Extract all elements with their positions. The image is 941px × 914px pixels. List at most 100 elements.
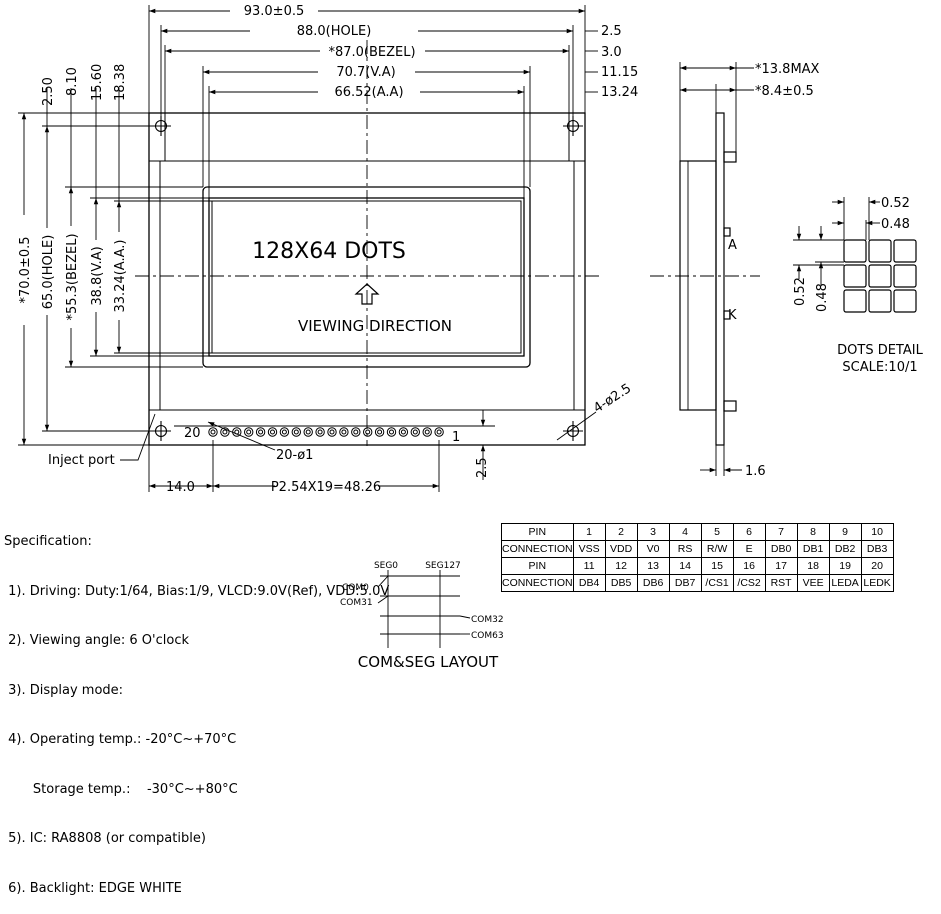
pin-number-cell: 18	[796, 557, 830, 575]
pin-number-cell: 5	[700, 523, 734, 541]
pin-hole	[267, 427, 278, 437]
drawing-canvas: 128X64 DOTS VIEWING DIRECTION 93.0±0.5 8…	[18, 4, 924, 671]
side-view	[679, 62, 754, 476]
pin-number-cell: 6	[732, 523, 766, 541]
viewing-area	[208, 197, 525, 357]
spec-line: 2). Viewing angle: 6 O'clock	[4, 633, 190, 648]
pin-hole-inner	[222, 429, 228, 435]
pin-connection-cell: E	[732, 540, 766, 558]
dots-dim-0-52-v: 0.52	[793, 277, 808, 306]
pin-number-cell: 14	[668, 557, 702, 575]
spec-line: 1). Driving: Duty:1/64, Bias:1/9, VLCD:9…	[4, 583, 390, 599]
pin-hole	[398, 427, 409, 437]
dim-top-2-50: 2.50	[41, 77, 56, 106]
spec-line: 5). IC: RA8808 (or compatible)	[4, 831, 206, 846]
pin-connection-cell: DB0	[764, 540, 798, 558]
pin-number-cell: 1	[572, 523, 606, 541]
pin-hole-inner	[305, 429, 311, 435]
pin-connection-cell: DB2	[828, 540, 862, 558]
pin-hole-inner	[341, 429, 347, 435]
pin-hole-inner	[377, 429, 383, 435]
pin-hole-inner	[365, 429, 371, 435]
pin-hole-inner	[353, 429, 359, 435]
pin-number-cell: 8	[796, 523, 830, 541]
pin-hole-inner	[400, 429, 406, 435]
pin-connection-cell: DB7	[668, 574, 702, 592]
pin-hole-inner	[424, 429, 430, 435]
side-dim-8-4: *8.4±0.5	[755, 84, 814, 99]
viewing-direction-arrow-icon	[354, 283, 380, 305]
pin-connection-cell: R/W	[700, 540, 734, 558]
pin-number-cell: 2	[604, 523, 638, 541]
pin-hole	[422, 427, 432, 437]
pin-hole	[279, 427, 290, 437]
com63-label: COM63	[471, 631, 504, 641]
dim-height-va: 38.8(V.A)	[90, 246, 105, 305]
seg127-label: SEG127	[425, 561, 461, 571]
dim-hole-width: 88.0(HOLE)	[297, 24, 372, 39]
dim-height-hole: 65.0(HOLE)	[41, 235, 56, 310]
dim-bottom-2-5: 2.5	[475, 457, 490, 478]
mount-hole-label: 4-ø2.5	[591, 381, 634, 416]
pin-connection-cell: VEE	[796, 574, 830, 592]
pin-header: PIN	[501, 523, 574, 541]
pin-hole	[374, 427, 385, 437]
pin-hole-inner	[329, 429, 335, 435]
pin-number-cell: 19	[828, 557, 862, 575]
active-area	[211, 200, 522, 354]
com-seg-layout	[377, 570, 471, 648]
pin-connection-cell: RS	[668, 540, 702, 558]
dim-top-18-38: 18.38	[113, 64, 128, 101]
pin-hole	[208, 427, 218, 437]
pin-header: PIN	[501, 557, 574, 575]
side-dim-1-6: 1.6	[745, 464, 766, 479]
pin-number-cell: 15	[700, 557, 734, 575]
spec-line: 3). Display mode:	[4, 682, 124, 698]
pin-hole	[220, 427, 230, 437]
dim-height-total: *70.0±0.5	[18, 236, 33, 303]
dots-dim-0-48-h: 0.48	[881, 217, 910, 232]
pin-connection-cell: DB6	[636, 574, 670, 592]
screen-text: 128X64 DOTS	[252, 239, 406, 264]
pin-number-cell: 9	[828, 523, 862, 541]
dim-height-aa: 33.24(A.A.)	[113, 240, 128, 313]
specification: Specification: 1). Driving: Duty:1/64, B…	[4, 501, 389, 914]
dim-va-width: 70.7(V.A)	[336, 65, 395, 80]
dim-width-total: 93.0±0.5	[244, 4, 305, 19]
dim-pitch: P2.54X19=48.26	[271, 480, 381, 495]
dots-detail	[793, 197, 917, 313]
pin-hole	[303, 427, 313, 437]
spec-line: 4). Operating temp.: -20°C~+70°C	[4, 732, 237, 747]
bezel-frame	[202, 186, 531, 368]
dim-right-11-15: 11.15	[601, 65, 638, 80]
dim-top-8-10: 8.10	[65, 67, 80, 96]
pin-hole	[339, 427, 349, 437]
pin-connection-cell: /CS2	[732, 574, 766, 592]
com-seg-layout-title: COM&SEG LAYOUT	[358, 653, 499, 671]
pin-connection-cell: VSS	[572, 540, 606, 558]
pin-1-label: 1	[452, 430, 460, 445]
dim-right-3-0: 3.0	[601, 45, 622, 60]
pin-hole-inner	[293, 429, 299, 435]
side-a-label: A	[728, 238, 737, 253]
pin-hole-inner	[317, 429, 323, 435]
pin-connection-cell: /CS1	[700, 574, 734, 592]
dots-detail-title: DOTS DETAIL	[837, 343, 923, 358]
pin-number-cell: 20	[860, 557, 894, 575]
spec-line: Storage temp.: -30°C~+80°C	[4, 781, 238, 797]
pin-connection-cell: DB4	[572, 574, 606, 592]
pin-holes	[208, 427, 444, 437]
pin-hole	[291, 427, 301, 437]
pin-connection-cell: LEDA	[828, 574, 862, 592]
pin-connection-cell: DB1	[796, 540, 830, 558]
pin-hole	[386, 427, 397, 437]
inject-port-label: Inject port	[48, 453, 115, 468]
pin-hole	[255, 427, 266, 437]
pin-hole	[327, 427, 337, 437]
dots-dim-0-48-v: 0.48	[815, 283, 830, 312]
pin-connection-cell: V0	[636, 540, 670, 558]
spec-line: 6). Backlight: EDGE WHITE	[4, 880, 182, 896]
pin-hole-inner	[270, 429, 275, 435]
dim-right-2-5: 2.5	[601, 24, 622, 39]
